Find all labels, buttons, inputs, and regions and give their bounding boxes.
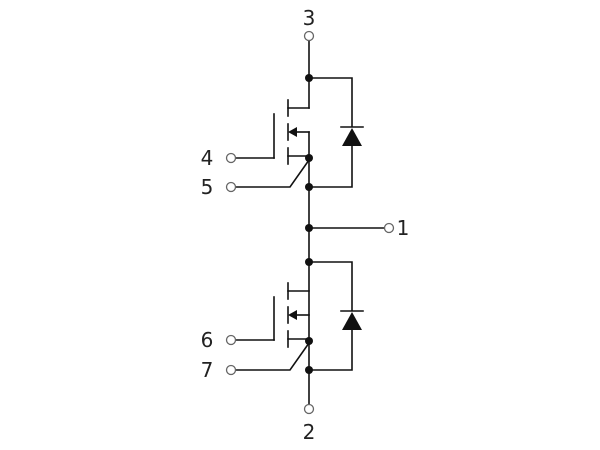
terminal-label-3: 3 (303, 6, 316, 30)
terminal-label-6: 6 (201, 328, 214, 352)
junction-dot (305, 74, 313, 82)
kelvin-source-lead-upper (235, 158, 311, 188)
body-arrow-lower (288, 310, 297, 320)
diode-anode-lead-upper (308, 145, 353, 188)
junction-dot (305, 154, 313, 162)
diode-triangle-lower (342, 312, 362, 330)
terminal-6: 6 (201, 328, 237, 352)
terminal-label-1: 1 (397, 216, 410, 240)
terminal-circle-6 (225, 334, 237, 346)
terminal-circle-5 (225, 181, 237, 193)
terminal-1: 1 (383, 216, 410, 240)
junction-dot (305, 224, 313, 232)
diode-anode-lead-lower (308, 329, 353, 371)
terminal-2: 2 (303, 403, 316, 444)
terminal-3: 3 (303, 6, 316, 42)
terminal-circle-1 (383, 222, 395, 234)
diode-cathode-lead-upper (308, 77, 353, 127)
junction-dot (305, 337, 313, 345)
upper-freewheel-diode (308, 77, 364, 188)
terminal-5: 5 (201, 175, 237, 199)
terminal-7: 7 (201, 358, 237, 382)
diode-cathode-lead-lower (308, 261, 353, 311)
body-arrow-upper (288, 127, 297, 137)
terminal-label-2: 2 (303, 420, 316, 444)
diode-triangle-upper (342, 128, 362, 146)
terminal-label-7: 7 (201, 358, 214, 382)
terminal-circle-2 (303, 403, 315, 415)
terminal-circle-4 (225, 152, 237, 164)
terminal-4: 4 (201, 146, 237, 170)
junction-dot (305, 366, 313, 374)
lower-freewheel-diode (308, 261, 364, 371)
kelvin-source-lead-lower (235, 341, 311, 371)
terminal-label-5: 5 (201, 175, 214, 199)
junction-dot (305, 183, 313, 191)
upper-mosfet (235, 40, 311, 263)
terminal-circle-7 (225, 364, 237, 376)
junction-dot (305, 258, 313, 266)
terminal-label-4: 4 (201, 146, 214, 170)
junction-dots (305, 74, 313, 374)
terminal-circle-3 (303, 30, 315, 42)
lower-mosfet (235, 261, 311, 405)
